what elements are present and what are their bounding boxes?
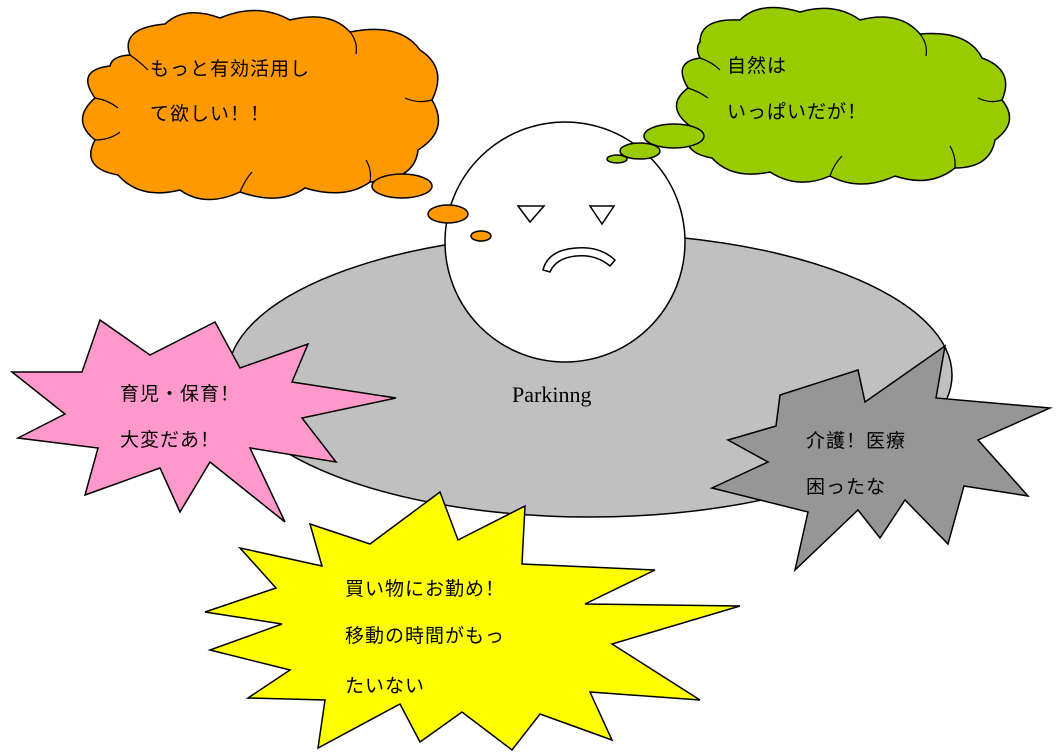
right-eye: [588, 205, 616, 226]
orange-line-2: て欲しい！！: [150, 103, 270, 125]
pink-line-1: 育児・保育！: [120, 383, 240, 405]
face: [444, 121, 686, 363]
gray-line-1: 介護！医療: [806, 430, 906, 452]
green-line-1: 自然は: [727, 55, 787, 77]
gray-line-2: 困ったな: [806, 476, 886, 498]
yellow-line-3: たいない: [345, 675, 425, 697]
yellow-line-2: 移動の時間がもっ: [345, 625, 505, 647]
green-thought-cloud: 自然は いっぱいだが！: [606, 6, 1011, 185]
yellow-line-1: 買い物にお勤め！: [345, 578, 505, 600]
pink-burst: 育児・保育！ 大変だあ！: [9, 318, 397, 523]
pink-line-2: 大変だあ！: [120, 429, 220, 451]
green-line-2: いっぱいだが！: [727, 101, 867, 123]
gray-burst: 介護！医療 困ったな: [709, 344, 1053, 573]
orange-line-1: もっと有効活用し: [150, 58, 310, 80]
frown-mouth: [542, 247, 617, 273]
left-eye: [516, 205, 546, 224]
parking-label: Parkinng: [512, 382, 591, 407]
yellow-burst: 買い物にお勤め！ 移動の時間がもっ たいない: [204, 490, 741, 752]
orange-thought-cloud: もっと有効活用し て欲しい！！: [81, 9, 492, 242]
